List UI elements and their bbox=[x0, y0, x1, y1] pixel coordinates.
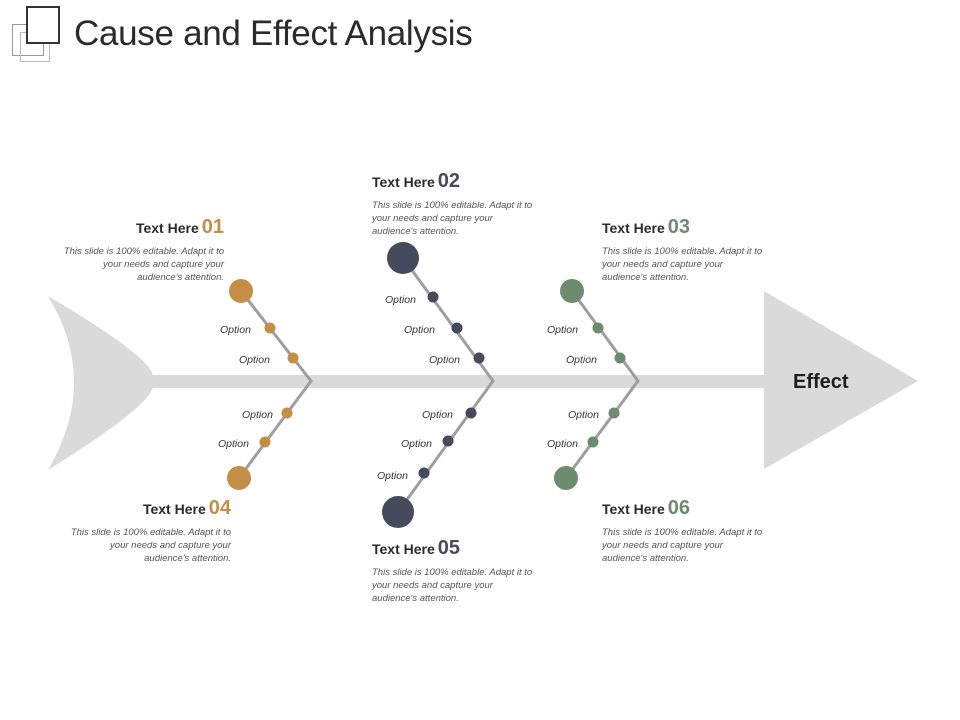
option-label: Option bbox=[568, 409, 599, 421]
option-dot bbox=[465, 407, 477, 419]
option-dot bbox=[281, 407, 293, 419]
option-label: Option bbox=[377, 470, 408, 482]
option-label: Option bbox=[429, 354, 460, 366]
option-dot bbox=[442, 435, 454, 447]
option-label: Option bbox=[547, 324, 578, 336]
cause-01-description: This slide is 100% editable. Adapt it to… bbox=[63, 246, 224, 283]
option-dot bbox=[259, 436, 271, 448]
option-label: Option bbox=[239, 354, 270, 366]
option-dot bbox=[264, 322, 276, 334]
option-label: Option bbox=[547, 438, 578, 450]
option-dot bbox=[287, 352, 299, 364]
cause-03-node bbox=[560, 279, 584, 303]
option-label: Option bbox=[401, 438, 432, 450]
fish-tail bbox=[48, 296, 153, 470]
logo-icon bbox=[12, 6, 60, 62]
bone-06 bbox=[564, 379, 640, 480]
cause-06-node bbox=[554, 466, 578, 490]
option-label: Option bbox=[422, 409, 453, 421]
option-label: Option bbox=[404, 324, 435, 336]
bone-01 bbox=[239, 289, 313, 383]
cause-02-description: This slide is 100% editable. Adapt it to… bbox=[372, 200, 533, 237]
effect-label: Effect bbox=[793, 371, 849, 393]
cause-02-number: 02 bbox=[437, 170, 461, 192]
cause-06-description: This slide is 100% editable. Adapt it to… bbox=[602, 527, 763, 564]
cause-03-description: This slide is 100% editable. Adapt it to… bbox=[602, 246, 763, 283]
bone-04 bbox=[237, 379, 313, 480]
option-dot bbox=[418, 467, 430, 479]
option-dot bbox=[614, 352, 626, 364]
cause-04-number: 04 bbox=[208, 497, 231, 519]
option-dot bbox=[473, 352, 485, 364]
option-dot bbox=[451, 322, 463, 334]
option-label: Option bbox=[220, 324, 251, 336]
option-dot bbox=[608, 407, 620, 419]
cause-01-node bbox=[229, 279, 253, 303]
cause-05-description: This slide is 100% editable. Adapt it to… bbox=[372, 567, 533, 604]
spine bbox=[148, 375, 768, 388]
option-dot bbox=[592, 322, 604, 334]
cause-05-node bbox=[382, 496, 414, 528]
cause-03-number: 03 bbox=[667, 216, 691, 238]
page-title: Cause and Effect Analysis bbox=[74, 14, 473, 53]
cause-06-number: 06 bbox=[667, 497, 691, 519]
cause-05-number: 05 bbox=[437, 537, 461, 559]
fish-head bbox=[764, 291, 918, 469]
option-label: Option bbox=[385, 294, 416, 306]
cause-04-description: This slide is 100% editable. Adapt it to… bbox=[70, 527, 231, 564]
cause-02-node bbox=[387, 242, 419, 274]
option-label: Option bbox=[566, 354, 597, 366]
cause-04-node bbox=[227, 466, 251, 490]
option-dot bbox=[587, 436, 599, 448]
bone-03 bbox=[570, 289, 640, 383]
option-dot bbox=[427, 291, 439, 303]
option-label: Option bbox=[242, 409, 273, 421]
option-label: Option bbox=[218, 438, 249, 450]
bone-05 bbox=[396, 379, 495, 514]
cause-01-number: 01 bbox=[201, 216, 224, 238]
